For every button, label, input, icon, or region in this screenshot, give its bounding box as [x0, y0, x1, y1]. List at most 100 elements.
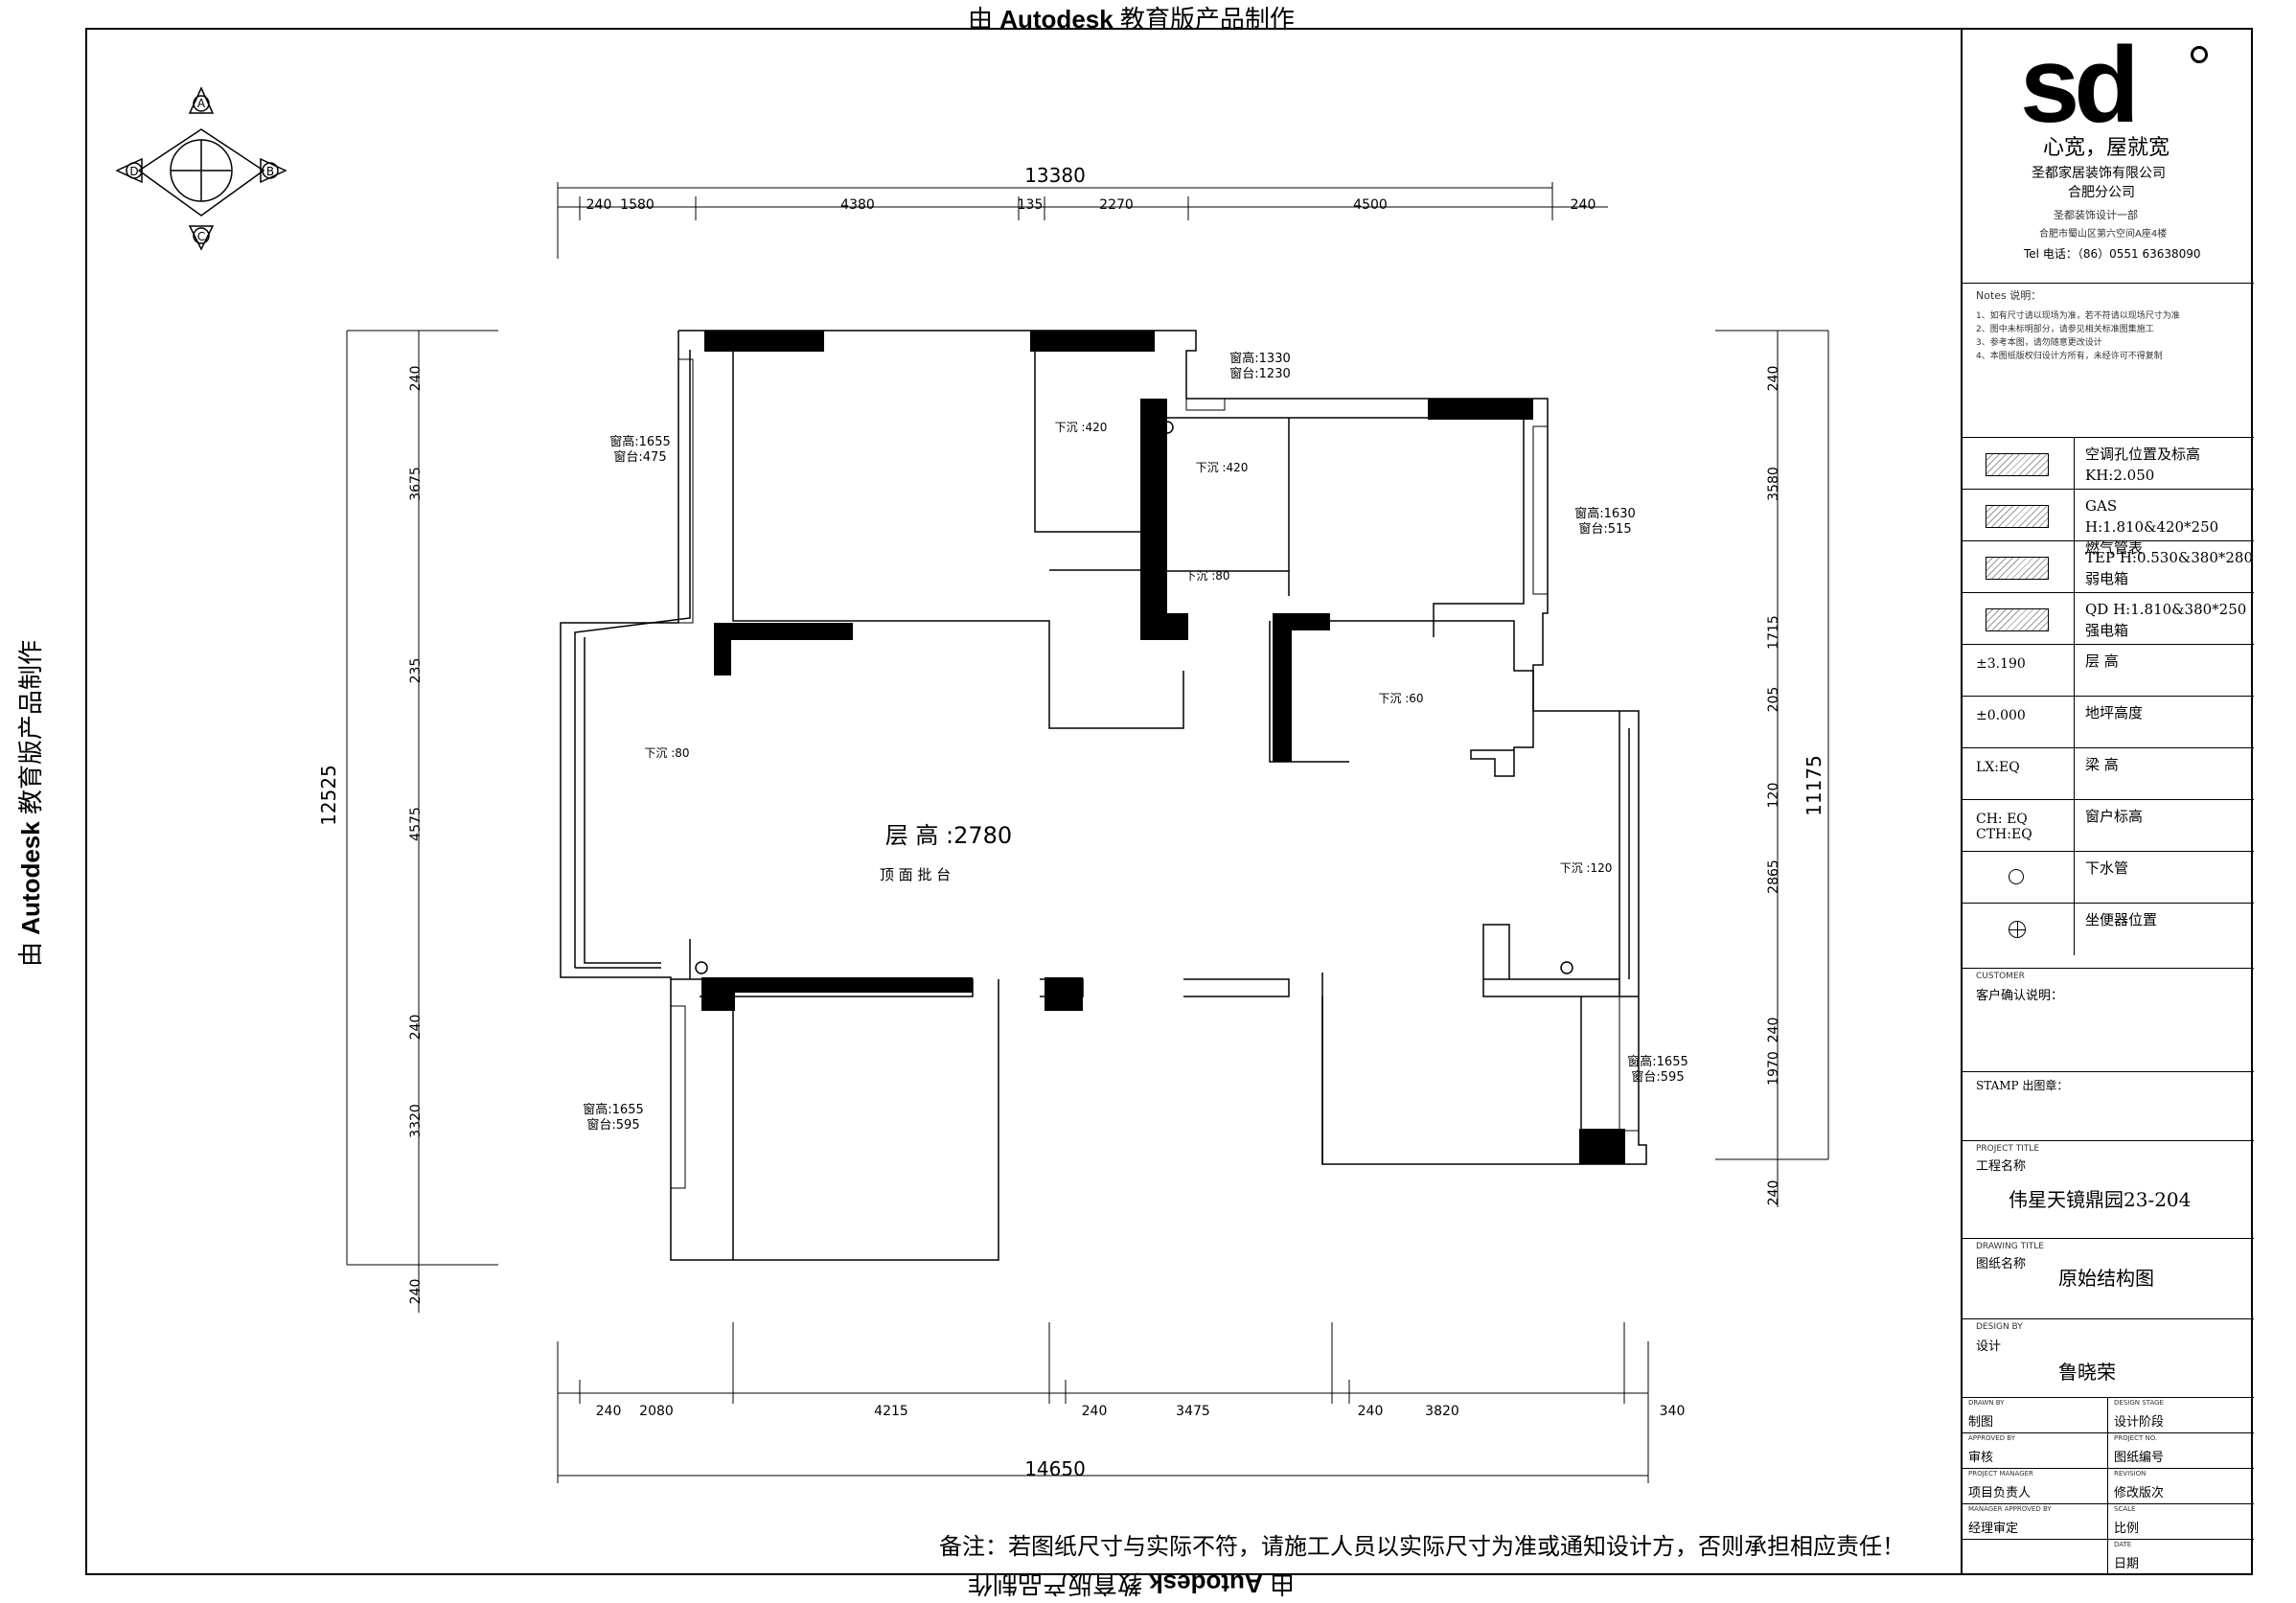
divider [1963, 968, 2254, 969]
dim-top: 4500 [1353, 197, 1388, 213]
drain-pipe-icon [2009, 869, 2024, 884]
dim-right: 120 [1766, 783, 1781, 809]
walls [560, 330, 1647, 1261]
signature-cell-cn: 经理审定 [1968, 1522, 2019, 1536]
legend-text-2: 强电箱 [2085, 622, 2129, 639]
legend-text: QD H:1.810&380*250 强电箱 [2085, 599, 2246, 641]
dim-left: 240 [408, 1015, 424, 1041]
dim-right: 3580 [1766, 467, 1781, 501]
dim-top-total: 13380 [1024, 164, 1086, 187]
dim-right: 1970 [1766, 1051, 1781, 1086]
window-height: 窗高:1655 [609, 434, 670, 449]
windows [670, 358, 1640, 1189]
compass-letter: A [197, 97, 206, 110]
dim-bottom: 3475 [1176, 1404, 1210, 1419]
title-block: sd 心宽，屋就宽 圣都家居装饰有限公司 合肥分公司 圣都装饰设计一部 合肥市蜀… [1961, 25, 2254, 1574]
legend-text-1: 梁 高 [2085, 756, 2119, 773]
legend-symbol: CH: EQ CTH:EQ [1963, 800, 2075, 852]
legend-row: QD H:1.810&380*250 强电箱 [1963, 592, 2254, 645]
window-sill: 窗台:1230 [1229, 366, 1290, 381]
window-height: 窗高:1655 [1627, 1054, 1688, 1069]
legend-text-2: 弱电箱 [2085, 570, 2129, 587]
legend-text-1: 空调孔位置及标高 [2085, 446, 2201, 463]
note-2: 2、图中未标明部分，请参见相关标准图集施工 [1976, 325, 2154, 334]
design-label: 设计 [1976, 1340, 2002, 1354]
divider [1963, 283, 2254, 284]
legend-symbol [1963, 852, 2075, 904]
sheet-border [85, 28, 2253, 1575]
stamp-label: STAMP 出图章： [1976, 1079, 2069, 1092]
telephone: Tel 电话：（86）0551 63638090 [2024, 245, 2201, 262]
logo-degree-icon [2191, 46, 2208, 63]
dim-left: 240 [408, 366, 424, 392]
signature-cell-en: SCALE [2114, 1505, 2136, 1513]
window-height: 窗高:1330 [1229, 351, 1290, 366]
signature-cell-cn: 日期 [2114, 1557, 2140, 1571]
signature-cell-cn: 审核 [1968, 1451, 1994, 1465]
dim-bottom: 3820 [1425, 1404, 1459, 1419]
address: 合肥市蜀山区第六空间A座4楼 [2039, 229, 2168, 240]
drawing-name: 原始结构图 [2058, 1267, 2154, 1290]
signature-cell-cn: 项目负责人 [1968, 1486, 2032, 1500]
dim-right: 240 [1766, 1180, 1781, 1206]
dim-top: 240 [1571, 197, 1596, 213]
branch-name: 合肥分公司 [2068, 185, 2135, 200]
dim-top: 240 [586, 197, 612, 213]
legend-symbol-text: ±0.000 [1976, 708, 2026, 723]
dim-left: 4575 [408, 807, 424, 841]
legend-symbol-text: LX:EQ [1976, 760, 2020, 775]
dim-left: 235 [408, 658, 424, 684]
floor-height: 层 高 :2780 [885, 822, 1012, 849]
signature-cell [1963, 1539, 2108, 1574]
legend-box-icon [1986, 608, 2049, 631]
legend-symbol: LX:EQ [1963, 748, 2075, 800]
legend-box-icon [1986, 453, 2049, 476]
legend-symbol-text: CH: EQ CTH:EQ [1976, 812, 2032, 842]
window-sill: 窗台:595 [586, 1117, 639, 1133]
beam-label: 下沉 :120 [1560, 861, 1613, 875]
dim-top: 4380 [840, 197, 875, 213]
legend-text-1: 层 高 [2085, 653, 2119, 670]
project-name: 伟星天镜鼎园23-204 [2009, 1188, 2192, 1211]
dim-left: 3320 [408, 1104, 424, 1138]
tel-label: Tel 电话： [2024, 247, 2078, 261]
drawing-label: 图纸名称 [1976, 1257, 2027, 1271]
signature-cell-en: DESIGN STAGE [2114, 1399, 2164, 1407]
window-sill: 窗台:475 [613, 449, 666, 465]
dim-top: 2270 [1099, 197, 1134, 213]
legend-symbol [1963, 904, 2075, 955]
beam-label: 下沉 :420 [1055, 421, 1108, 434]
window-height: 窗高:1655 [583, 1102, 643, 1117]
beam-label: 下沉 :80 [644, 746, 689, 760]
dim-bottom: 340 [1660, 1404, 1686, 1419]
dim-right-total: 11175 [1802, 755, 1825, 816]
signature-cell-cn: 图纸编号 [2114, 1451, 2165, 1465]
company-name: 圣都家居装饰有限公司 [2032, 166, 2166, 181]
toilet-position-icon [2009, 921, 2026, 938]
legend-text-1: QD H:1.810&380*250 [2085, 601, 2247, 618]
beam-label: 下沉 :420 [1196, 461, 1249, 474]
note-4: 4、本图纸版权归设计方所有，未经许可不得复制 [1976, 352, 2163, 361]
dim-bottom: 240 [1358, 1404, 1384, 1419]
design-en: DESIGN BY [1976, 1322, 2023, 1332]
signature-cell-cn: 修改版次 [2114, 1486, 2165, 1500]
dim-top: 135 [1018, 197, 1044, 213]
legend-symbol [1963, 438, 2075, 490]
project-label: 工程名称 [1976, 1159, 2027, 1174]
signature-cell: PROJECT NO.图纸编号 [2108, 1432, 2254, 1468]
legend-text-2: 燃气管表 [2085, 539, 2144, 557]
signature-cell-en: DRAWN BY [1968, 1399, 2005, 1407]
divider [1963, 1318, 2254, 1319]
